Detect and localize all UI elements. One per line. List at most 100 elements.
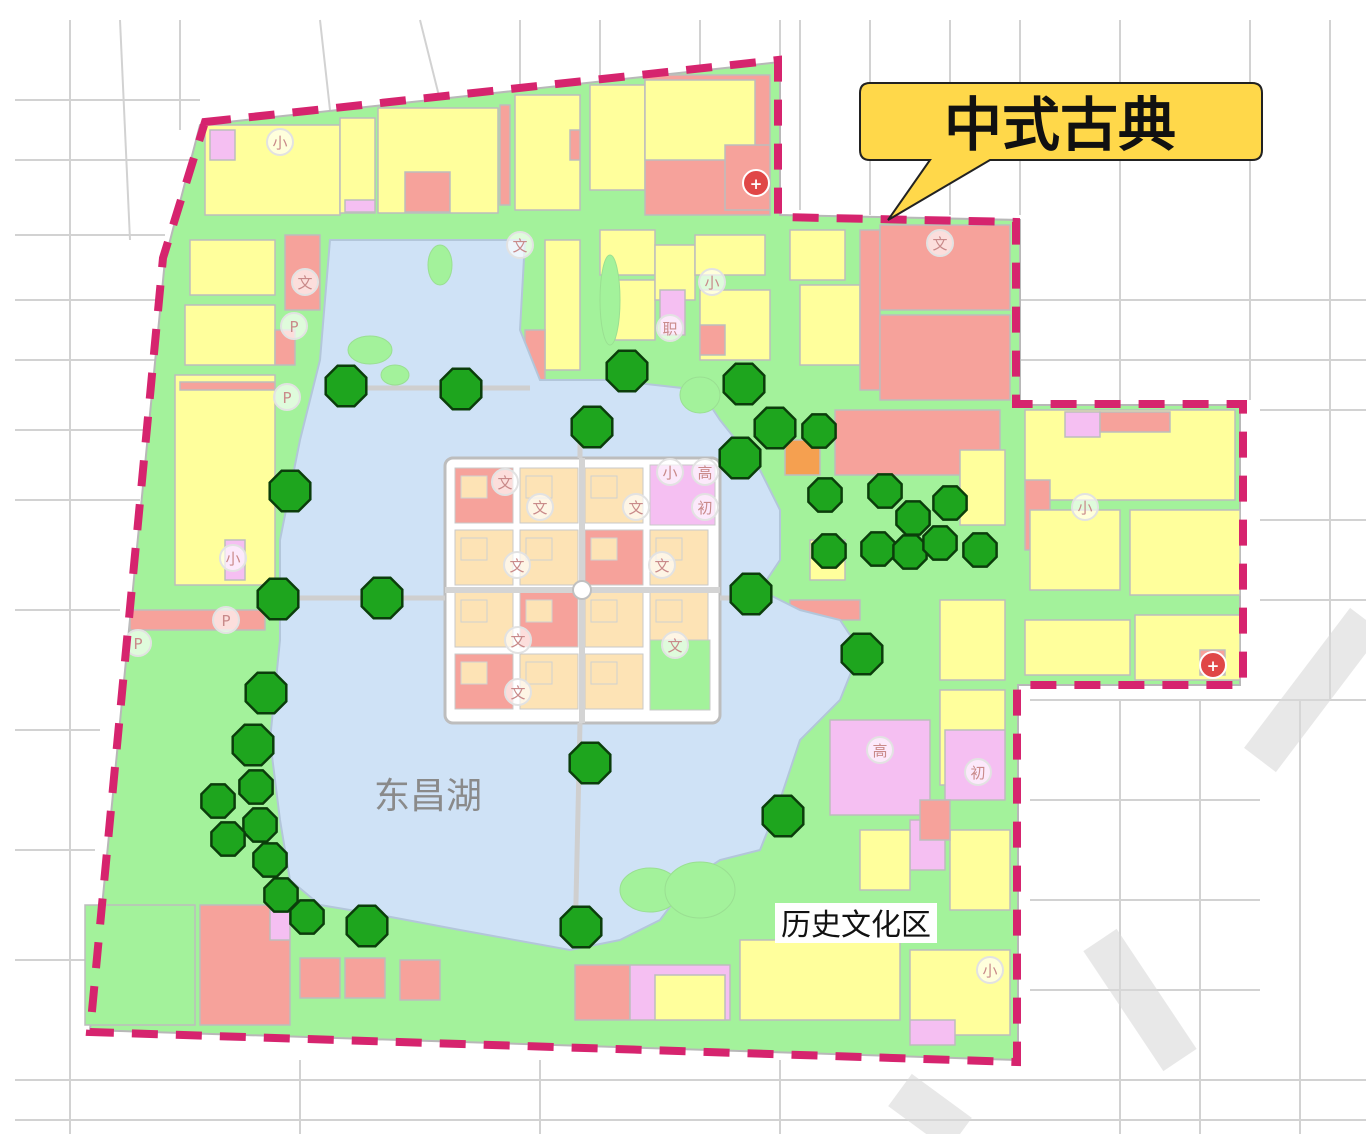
facility-icon-label: 文 bbox=[512, 237, 527, 255]
land-block bbox=[919, 799, 951, 841]
facility-icon bbox=[866, 736, 894, 764]
facility-icon-label: 小 bbox=[272, 134, 287, 152]
island bbox=[347, 335, 393, 365]
island bbox=[427, 244, 453, 286]
land-block bbox=[499, 104, 511, 206]
old-town-courtyard bbox=[525, 661, 553, 685]
landmark-marker bbox=[729, 572, 773, 616]
landmark-marker bbox=[231, 723, 275, 767]
facility-icon bbox=[691, 493, 719, 521]
landmark-marker bbox=[345, 904, 389, 948]
facility-icon-label: + bbox=[1207, 657, 1220, 675]
land-block bbox=[269, 909, 291, 941]
facility-icon-label: 高 bbox=[872, 742, 887, 760]
island bbox=[599, 254, 621, 346]
old-town-courtyard bbox=[460, 599, 488, 623]
land-block bbox=[1064, 411, 1101, 438]
land-block bbox=[344, 199, 376, 213]
facility-icon-label: 小 bbox=[1077, 499, 1092, 517]
facility-icon bbox=[212, 606, 240, 634]
land-block bbox=[654, 974, 726, 1021]
facility-icon-label: 文 bbox=[654, 557, 669, 575]
landmark-marker bbox=[605, 349, 649, 393]
land-block bbox=[739, 939, 901, 1021]
land-block bbox=[694, 234, 766, 276]
landmark-marker bbox=[718, 436, 762, 480]
facility-icon-label: 职 bbox=[662, 320, 677, 338]
land-block bbox=[84, 904, 196, 1026]
facility-icon bbox=[503, 551, 531, 579]
callout-bubble bbox=[859, 82, 1263, 221]
island bbox=[664, 861, 736, 919]
landmark-marker bbox=[962, 532, 998, 568]
old-town-courtyard bbox=[590, 661, 618, 685]
land-block bbox=[189, 239, 276, 296]
land-block bbox=[909, 1019, 956, 1046]
old-town-square bbox=[443, 456, 722, 725]
landmark-marker bbox=[568, 741, 612, 785]
landmark-marker bbox=[753, 406, 797, 450]
facility-icon bbox=[291, 268, 319, 296]
land-block bbox=[299, 957, 341, 999]
land-block bbox=[799, 284, 861, 366]
facility-icon bbox=[661, 631, 689, 659]
landmark-markers bbox=[200, 349, 998, 949]
facility-icon-label: 初 bbox=[697, 499, 712, 517]
facility-icon bbox=[504, 626, 532, 654]
land-block bbox=[859, 229, 881, 391]
landmark-marker bbox=[244, 671, 288, 715]
facility-icon bbox=[1071, 493, 1099, 521]
landmark-marker bbox=[242, 807, 278, 843]
landmark-marker bbox=[892, 534, 928, 570]
landmark-marker bbox=[570, 405, 614, 449]
land-block bbox=[404, 171, 451, 213]
land-block bbox=[399, 959, 441, 1001]
facility-icon bbox=[273, 383, 301, 411]
facility-icon-label: P bbox=[221, 612, 230, 630]
land-block bbox=[879, 224, 1011, 311]
land-block bbox=[1024, 619, 1131, 676]
land-block bbox=[514, 94, 581, 211]
old-town-courtyard bbox=[460, 475, 488, 499]
old-town-drum-tower bbox=[572, 580, 592, 600]
facility-icon-label: 文 bbox=[509, 557, 524, 575]
land-block bbox=[569, 129, 581, 161]
facility-icon-label: 小 bbox=[982, 962, 997, 980]
land-block bbox=[1099, 411, 1171, 433]
facility-icon bbox=[691, 458, 719, 486]
facility-icon-label: 高 bbox=[697, 464, 712, 482]
land-block bbox=[209, 129, 236, 161]
land-block bbox=[699, 324, 726, 356]
planning-boundary bbox=[85, 55, 1247, 1067]
facility-icon bbox=[219, 544, 247, 572]
landmark-marker bbox=[807, 477, 843, 513]
landmark-marker bbox=[439, 367, 483, 411]
landmark-marker bbox=[238, 769, 274, 805]
landmark-marker bbox=[722, 362, 766, 406]
landmark-marker bbox=[840, 632, 884, 676]
land-block bbox=[1129, 509, 1241, 596]
facility-icon-label: 小 bbox=[662, 464, 677, 482]
old-town-courtyard bbox=[460, 537, 488, 561]
facility-icon-label: 文 bbox=[510, 684, 525, 702]
facility-icon-label: 文 bbox=[932, 235, 947, 253]
landmark-marker bbox=[801, 413, 837, 449]
old-town-courtyard bbox=[525, 599, 553, 623]
landmark-marker bbox=[932, 485, 968, 521]
land-block bbox=[949, 829, 1011, 911]
landmark-marker bbox=[252, 842, 288, 878]
facility-icon bbox=[656, 314, 684, 342]
outer-road-grid bbox=[15, 19, 1366, 1134]
landmark-marker bbox=[268, 469, 312, 513]
land-block bbox=[589, 84, 646, 191]
landmark-marker bbox=[200, 783, 236, 819]
land-block bbox=[179, 381, 276, 391]
old-town-courtyard bbox=[590, 475, 618, 499]
land-block bbox=[859, 829, 911, 891]
facility-icon bbox=[504, 678, 532, 706]
old-town-courtyard bbox=[590, 537, 618, 561]
landmark-marker bbox=[860, 531, 896, 567]
land-block bbox=[789, 229, 846, 281]
